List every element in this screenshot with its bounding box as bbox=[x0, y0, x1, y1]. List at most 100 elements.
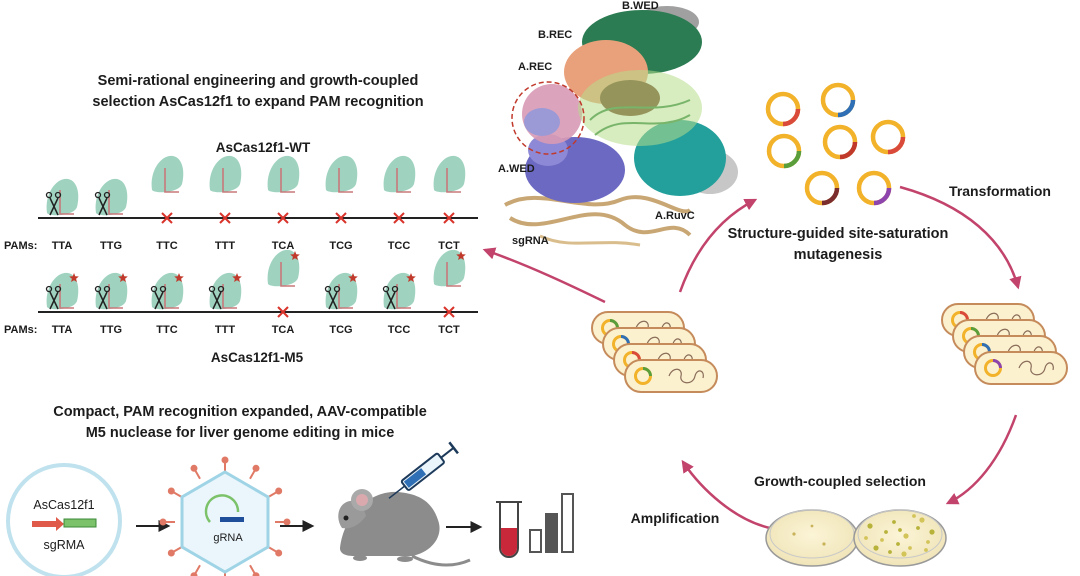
pam-cell: TTA bbox=[45, 178, 79, 252]
m5-label: AsCas12f1-M5 bbox=[211, 350, 304, 365]
pam-label: TCT bbox=[438, 324, 460, 336]
plasmid-ring-icon bbox=[856, 170, 892, 206]
colony-dot bbox=[892, 520, 896, 524]
arrow-amplification bbox=[681, 459, 771, 530]
cas-protein-blob bbox=[433, 155, 466, 193]
pam-label: TTT bbox=[215, 324, 235, 336]
colony-dot bbox=[929, 529, 935, 535]
aav-spike-tip bbox=[190, 464, 198, 472]
arrow-to-engineering bbox=[482, 247, 606, 304]
cas-protein-blob bbox=[267, 249, 300, 287]
pam-cell: TTG bbox=[94, 178, 128, 252]
pam-label: TCC bbox=[388, 324, 411, 336]
protein-structure-render bbox=[504, 6, 738, 247]
guide-rna-strand bbox=[108, 284, 123, 309]
label-a-rec: A.REC bbox=[518, 61, 552, 73]
mutation-star-icon bbox=[290, 251, 300, 260]
pam-cell: TTG bbox=[94, 272, 128, 336]
label-growth-selection: Growth-coupled selection bbox=[754, 473, 926, 489]
no-cleavage-cross-icon bbox=[219, 212, 231, 224]
label-b-rec: B.REC bbox=[538, 29, 572, 41]
guide-rna-strand bbox=[280, 262, 295, 287]
aav-capsid-icon: gRNA bbox=[159, 456, 291, 576]
pam-label: TCA bbox=[272, 324, 295, 336]
pam-label: TCA bbox=[272, 240, 295, 252]
cycle-center-line1: Structure-guided site-saturation bbox=[728, 226, 949, 242]
colony-dot bbox=[912, 514, 916, 518]
label-transformation: Transformation bbox=[949, 183, 1051, 199]
plasmid-ring-icon bbox=[820, 82, 856, 118]
arrow-to-selection bbox=[945, 414, 1018, 505]
aav-spike-tip bbox=[275, 487, 283, 495]
label-amplification: Amplification bbox=[631, 510, 720, 526]
no-cleavage-cross-icon bbox=[277, 212, 289, 224]
pam-label: TTA bbox=[52, 240, 73, 252]
pam-cell: TTT bbox=[208, 272, 242, 336]
pam-cell: TCC bbox=[382, 272, 416, 336]
colony-dot bbox=[898, 528, 902, 532]
plasmid-ring-icon bbox=[765, 91, 801, 127]
colony-dot bbox=[919, 517, 925, 523]
no-cleavage-cross-icon bbox=[161, 212, 173, 224]
pam-cell: TCG bbox=[325, 155, 358, 252]
aav-spike-tip bbox=[283, 518, 291, 526]
guide-rna-strand bbox=[280, 168, 295, 193]
cas-gene-box bbox=[63, 518, 97, 528]
left-title-line1: Semi-rational engineering and growth-cou… bbox=[98, 73, 419, 89]
guide-rna-strand bbox=[108, 190, 123, 215]
mutation-star-icon bbox=[69, 273, 79, 282]
guide-rna-strand bbox=[164, 284, 179, 309]
guide-rna-strand bbox=[396, 168, 411, 193]
colony-dot bbox=[908, 546, 912, 550]
no-cleavage-cross-icon bbox=[277, 306, 289, 318]
test-tube-icon bbox=[496, 501, 522, 558]
pam-cell: TCA bbox=[267, 155, 300, 252]
cas-protein-blob bbox=[433, 249, 466, 287]
pam-cell: TCT bbox=[433, 249, 466, 336]
mutation-star-icon bbox=[118, 273, 128, 282]
bacterium-cell-icon bbox=[974, 351, 1068, 385]
wt-label: AsCas12f1-WT bbox=[216, 140, 311, 155]
mutation-star-icon bbox=[174, 273, 184, 282]
no-cleavage-cross-icon bbox=[443, 212, 455, 224]
plasmid-ring-icon bbox=[822, 124, 858, 160]
guide-rna-strand bbox=[222, 284, 237, 309]
bacteria-stack-right bbox=[941, 303, 1068, 385]
no-cleavage-cross-icon bbox=[335, 212, 347, 224]
cas-protein-blob bbox=[325, 155, 358, 193]
syringe-icon bbox=[388, 441, 459, 499]
plasmid-ring-icon bbox=[766, 133, 802, 169]
scissors-icon bbox=[324, 285, 341, 310]
arrow-to-mutagenesis bbox=[678, 198, 758, 293]
promoter-arrow-icon bbox=[32, 517, 64, 531]
pam-label: TTG bbox=[100, 324, 122, 336]
aav-spike-tip bbox=[252, 464, 260, 472]
bottom-title-line1: Compact, PAM recognition expanded, AAV-c… bbox=[53, 404, 427, 420]
plasmid-ring-icon bbox=[804, 170, 840, 206]
mutation-star-icon bbox=[348, 273, 358, 282]
colony-dot bbox=[864, 536, 868, 540]
plasmid-construct: AsCas12f1 sgRMA bbox=[6, 463, 122, 576]
scissors-icon bbox=[94, 191, 111, 216]
plasmid-ring-icon bbox=[870, 119, 906, 155]
bacteria-stack-left bbox=[591, 311, 718, 393]
mutation-star-icon bbox=[232, 273, 242, 282]
aav-spike-tip bbox=[167, 487, 175, 495]
guide-rna-strand bbox=[338, 284, 353, 309]
petri-dish-right bbox=[853, 509, 947, 567]
bacterium-cell-icon bbox=[624, 359, 718, 393]
pam-label: TCC bbox=[388, 240, 411, 252]
left-title-line2: selection AsCas12f1 to expand PAM recogn… bbox=[92, 94, 423, 110]
aav-spikes bbox=[159, 456, 291, 576]
scissors-icon bbox=[45, 285, 62, 310]
mutation-star-icon bbox=[406, 273, 416, 282]
colony-dot bbox=[880, 538, 884, 542]
pam-cell: TCC bbox=[383, 155, 416, 252]
colony-dot bbox=[884, 530, 888, 534]
aav-spike-tip bbox=[275, 549, 283, 557]
label-sgrna: sgRNA bbox=[512, 235, 549, 247]
pam-cell: TTT bbox=[209, 155, 242, 252]
scissors-icon bbox=[150, 285, 167, 310]
mouse-icon bbox=[338, 489, 471, 567]
